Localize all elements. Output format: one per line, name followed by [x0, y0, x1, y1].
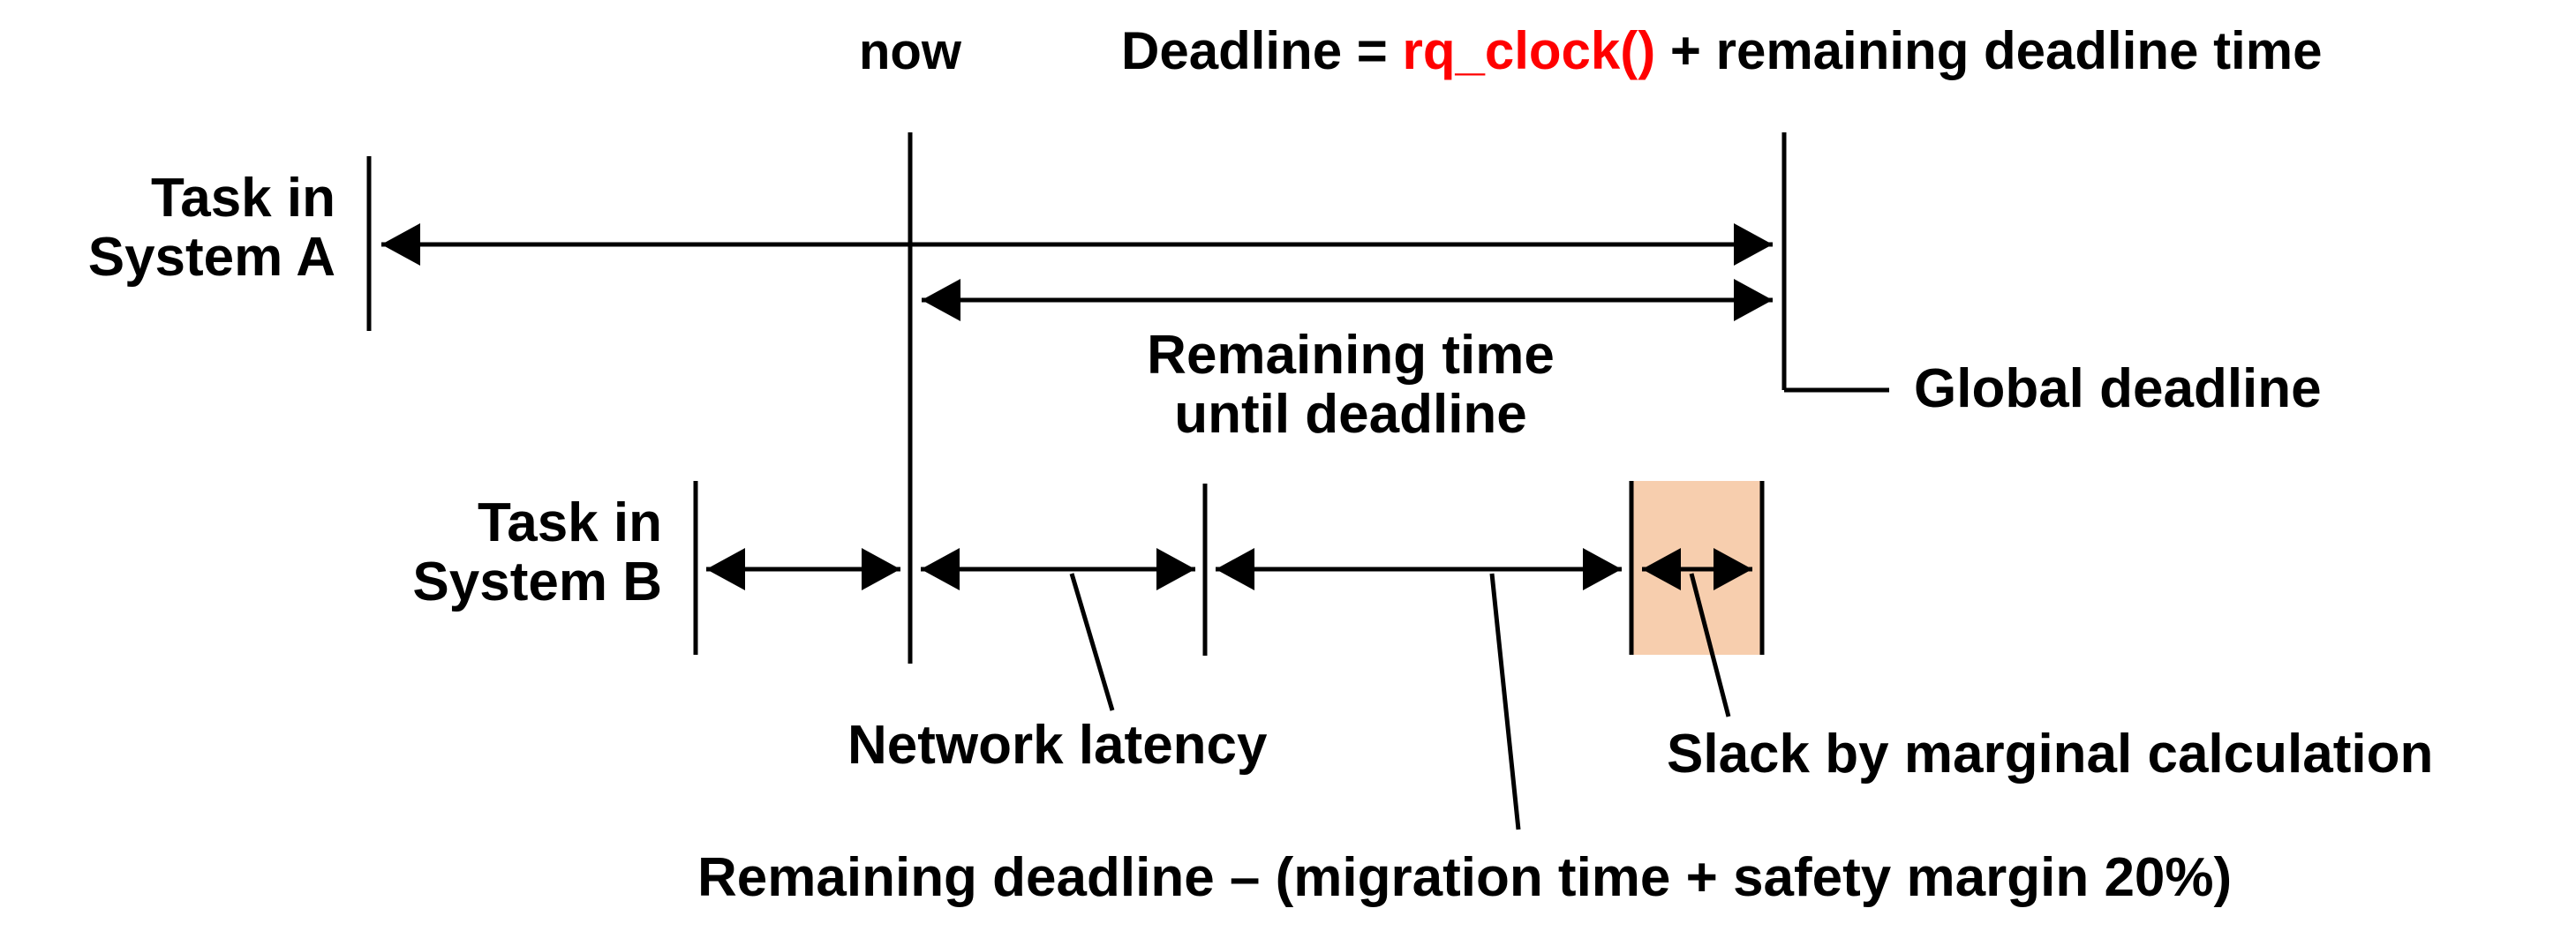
deadline-formula-suffix: + remaining deadline time [1655, 21, 2323, 80]
rq-clock-code: rq_clock() [1402, 21, 1656, 80]
deadline-formula: Deadline = rq_clock() + remaining deadli… [1121, 21, 2323, 80]
remaining-time-label-line2: until deadline [1174, 383, 1527, 445]
now-label: now [859, 23, 961, 80]
row-label-system-b-line1: Task in [477, 492, 662, 553]
row-label-system-a: Task in System A [35, 169, 335, 288]
remaining-time-label: Remaining time until deadline [953, 325, 1748, 445]
leader-slack [1689, 573, 1731, 717]
leader-remaining-formula [1489, 573, 1521, 830]
callout-slack: Slack by marginal calculation [1667, 724, 2434, 785]
callout-remaining-formula: Remaining deadline – (migration time + s… [697, 847, 2233, 908]
remaining-time-label-line1: Remaining time [1147, 325, 1555, 386]
row-label-system-a-line2: System A [87, 226, 335, 288]
callout-network-latency: Network latency [847, 715, 1268, 776]
deadline-formula-prefix: Deadline = [1121, 21, 1403, 80]
row-label-system-a-line1: Task in [150, 168, 335, 229]
callout-global-deadline: Global deadline [1914, 358, 2322, 419]
row-label-system-b: Task in System B [362, 492, 662, 612]
row-label-system-b-line2: System B [412, 551, 662, 612]
leader-network-latency [1069, 573, 1115, 711]
